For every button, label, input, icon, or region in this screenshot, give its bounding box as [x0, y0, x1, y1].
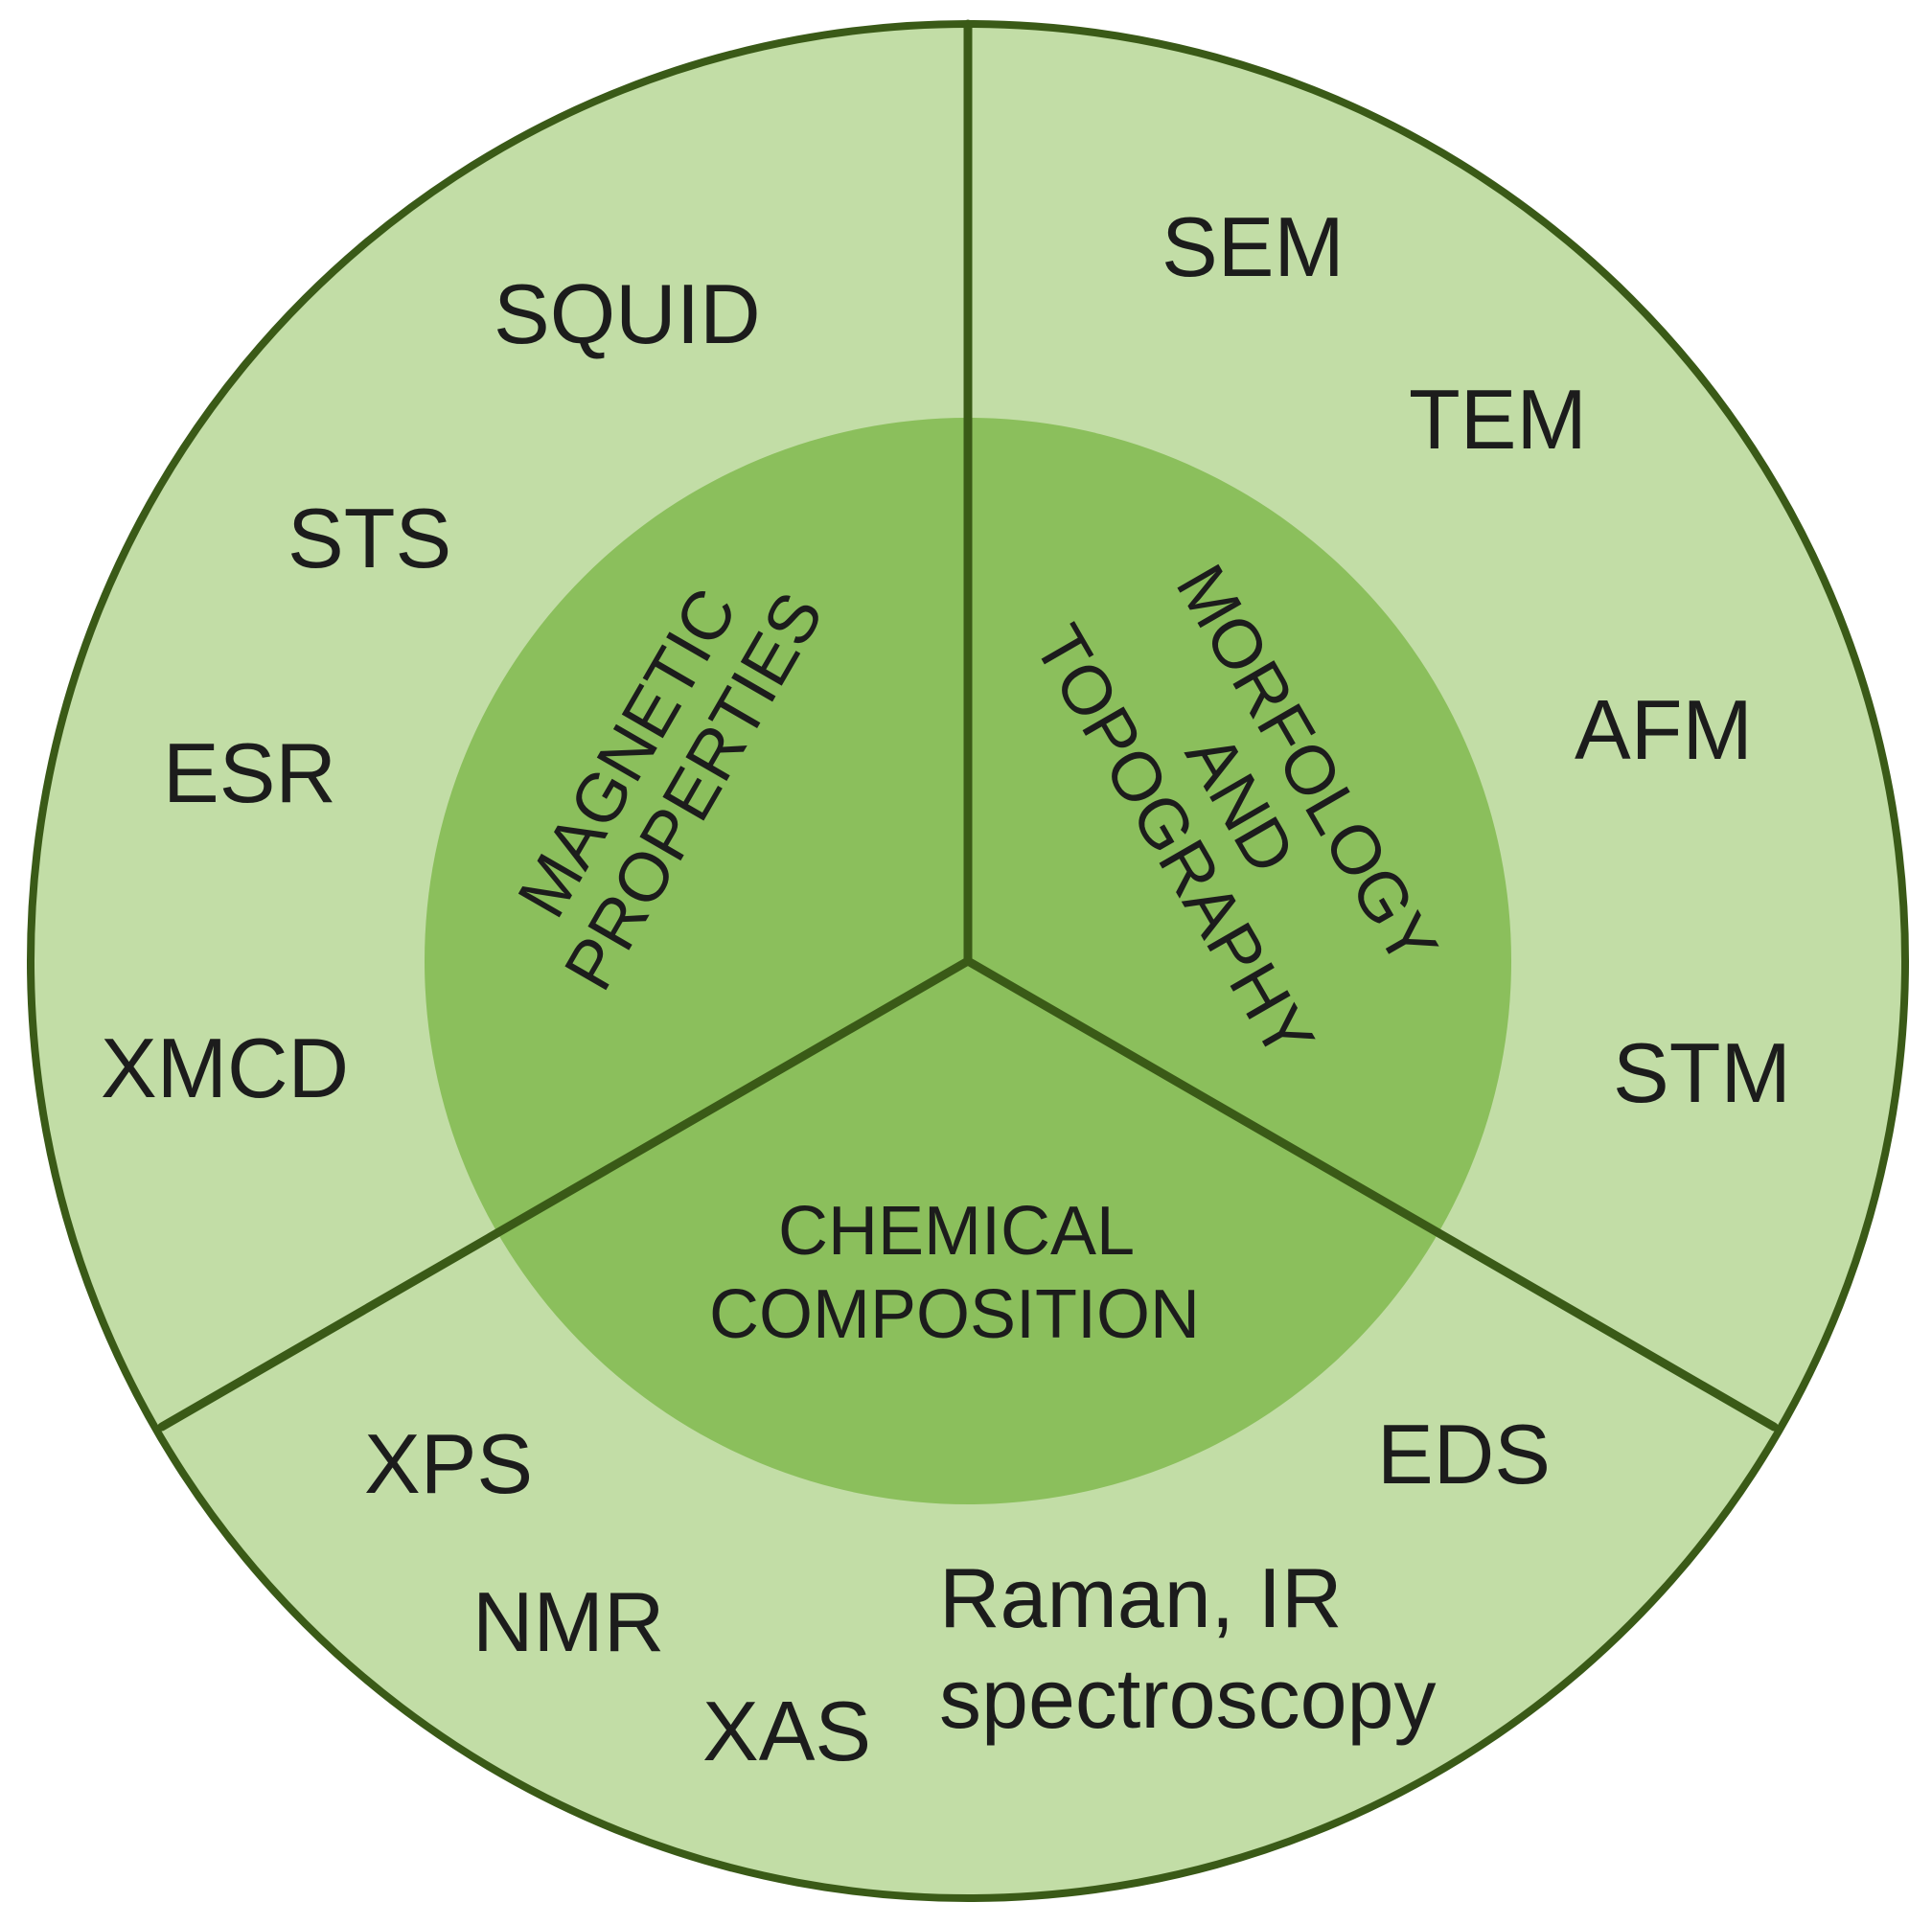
technique-squid: SQUID — [494, 266, 761, 361]
technique-nmr: NMR — [472, 1574, 664, 1669]
technique-raman-ir: Raman, IR — [939, 1550, 1343, 1645]
technique-spectroscopy: spectroscopy — [939, 1651, 1436, 1746]
technique-afm: AFM — [1575, 682, 1753, 777]
technique-sem: SEM — [1162, 199, 1345, 294]
category-chemical-line2: COMPOSITION — [709, 1276, 1200, 1353]
technique-tem: TEM — [1409, 372, 1587, 467]
category-chemical-line1: CHEMICAL — [778, 1193, 1135, 1270]
technique-eds: EDS — [1377, 1407, 1551, 1501]
divider-right — [963, 956, 1779, 1432]
outer-border — [27, 20, 1909, 1902]
technique-xmcd: XMCD — [101, 1020, 349, 1115]
technique-esr: ESR — [163, 725, 336, 820]
technique-stm: STM — [1613, 1025, 1791, 1120]
technique-xps: XPS — [364, 1416, 533, 1511]
divider-left — [157, 956, 973, 1432]
technique-sts: STS — [288, 491, 451, 585]
technique-xas: XAS — [702, 1684, 871, 1778]
